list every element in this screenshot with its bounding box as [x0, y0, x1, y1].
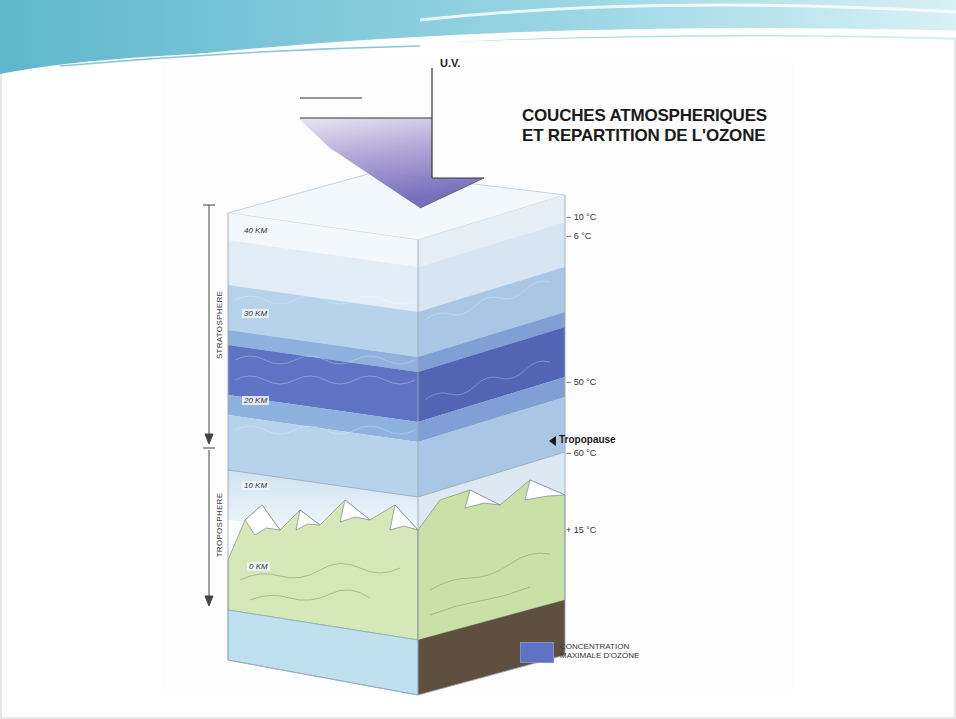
layer-name: TROPOSPHERE	[215, 491, 224, 560]
temperature-label: − 10 °C	[566, 212, 596, 222]
layer-name: STRATOSPHERE	[215, 289, 224, 361]
altitude-label: 10 KM	[242, 481, 269, 490]
temperature-label: − 6 °C	[566, 231, 591, 241]
altitude-label: 30 KM	[242, 309, 269, 318]
legend-text: CONCENTRATION MAXIMALE D'OZONE	[560, 642, 660, 660]
diagram-title: COUCHES ATMOSPHERIQUES ET REPARTITION DE…	[522, 106, 772, 146]
altitude-label: 0 KM	[247, 562, 270, 571]
tropopause-label: Tropopause	[559, 434, 616, 445]
temperature-label: − 50 °C	[566, 377, 596, 387]
legend-swatch	[520, 642, 554, 663]
uv-label: U.V.	[440, 57, 460, 69]
temperature-label: + 15 °C	[566, 525, 596, 535]
temperature-label: − 60 °C	[566, 448, 596, 458]
altitude-label: 40 KM	[242, 226, 269, 235]
altitude-label: 20 KM	[242, 396, 269, 405]
